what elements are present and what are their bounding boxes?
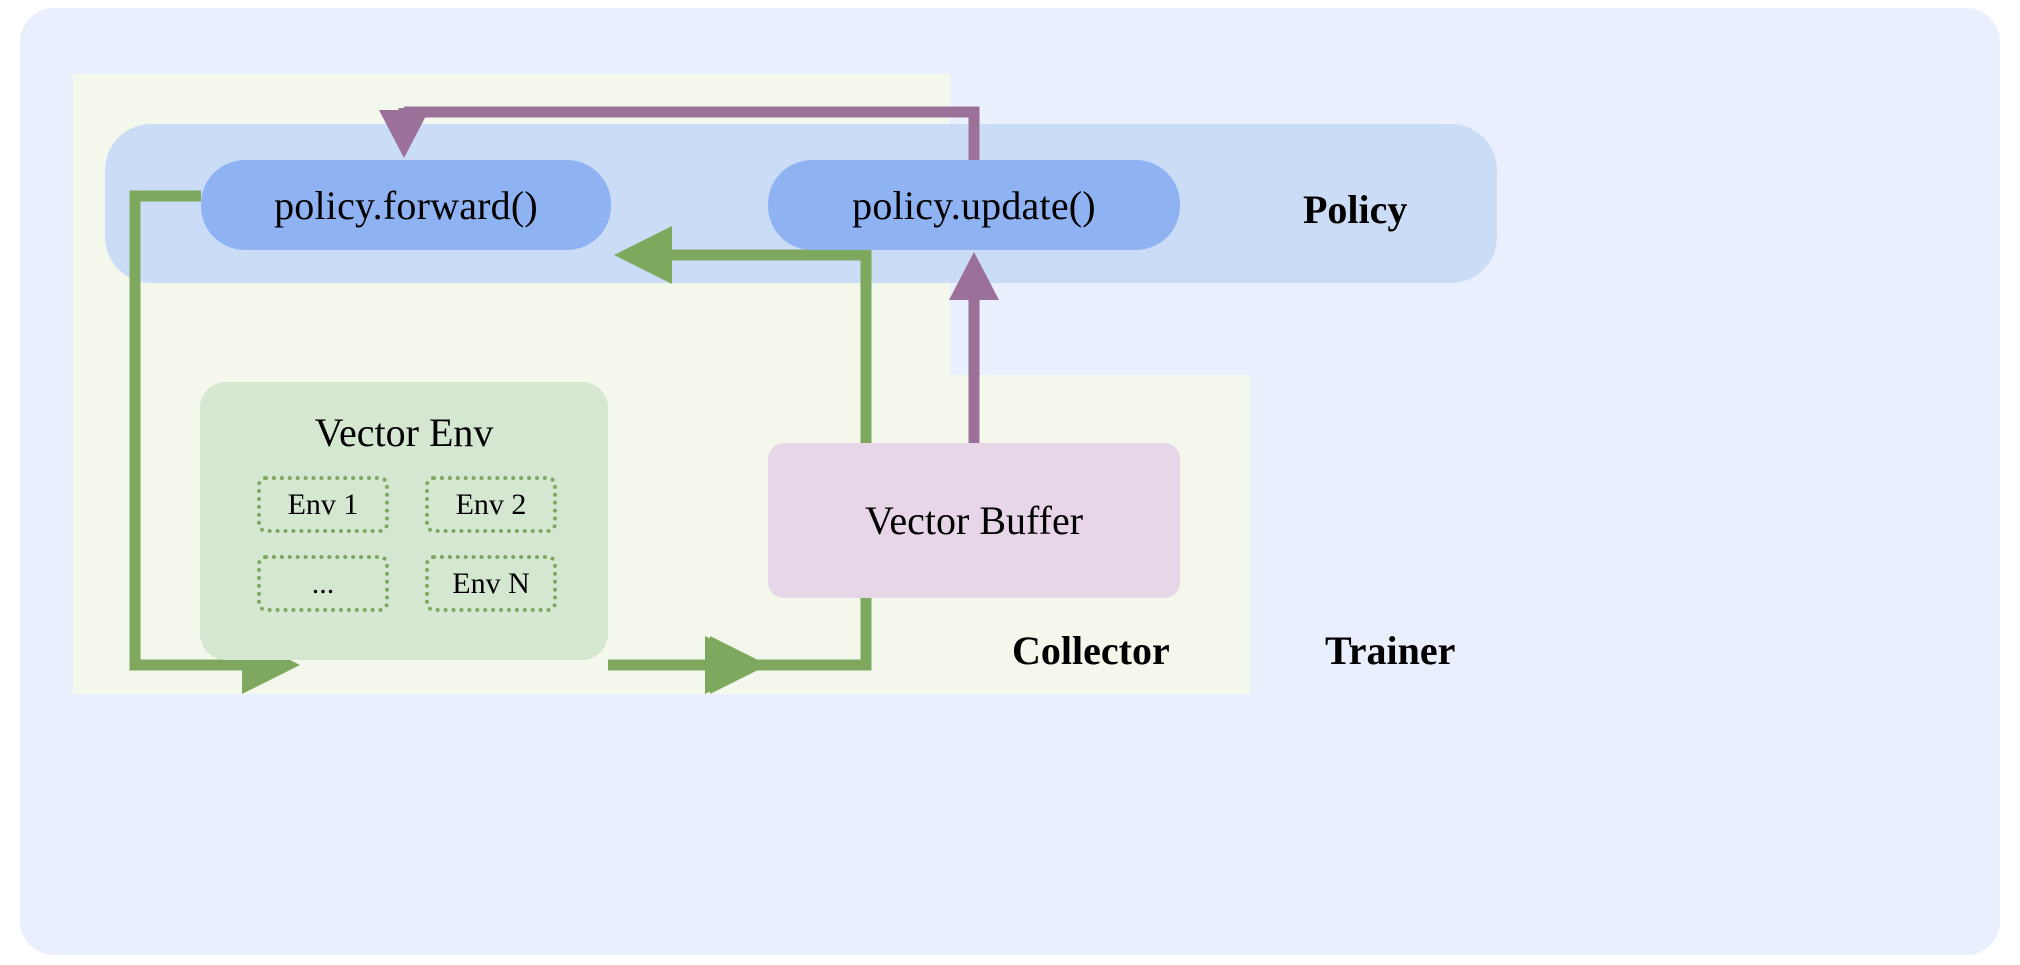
node-vector-env[interactable]: Vector Env Env 1 Env 2 ... Env N [200, 382, 608, 660]
edge-buffer-to-update [949, 252, 999, 443]
node-policy-update[interactable]: policy.update() [768, 160, 1180, 250]
env-cell[interactable]: Env 2 [425, 476, 557, 533]
env-cell-grid: Env 1 Env 2 ... Env N [257, 476, 557, 612]
node-policy-forward-label: policy.forward() [274, 182, 538, 228]
node-vector-env-label: Vector Env [314, 410, 494, 455]
collector-container-label: Collector [1012, 628, 1170, 673]
node-vector-buffer[interactable]: Vector Buffer [768, 443, 1180, 598]
node-policy-forward[interactable]: policy.forward() [201, 160, 611, 250]
node-vector-buffer-label: Vector Buffer [864, 498, 1084, 543]
edge-env-to-buffer-head [608, 636, 768, 694]
env-cell[interactable]: Env N [425, 555, 557, 612]
trainer-container-label: Trainer [1325, 628, 1456, 673]
env-cell[interactable]: ... [257, 555, 389, 612]
edge-update-to-forward [379, 106, 980, 160]
env-cell[interactable]: Env 1 [257, 476, 389, 533]
policy-container-label: Policy [1303, 187, 1408, 232]
node-policy-update-label: policy.update() [852, 182, 1096, 228]
